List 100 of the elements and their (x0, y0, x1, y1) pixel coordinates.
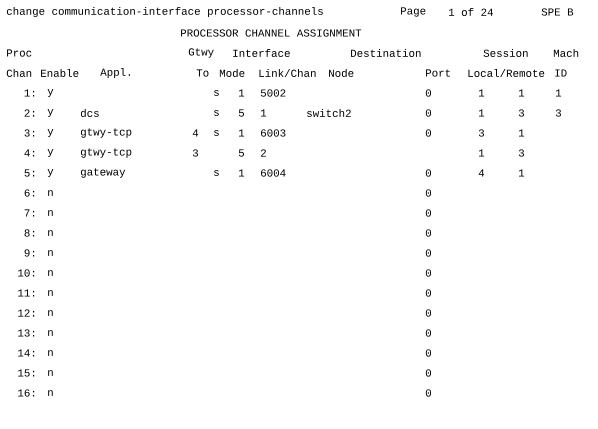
row-number: 12: (18, 309, 34, 317)
field-value: 4 (478, 169, 484, 177)
row-number: 9: (24, 249, 34, 257)
column-heading: Session (484, 49, 528, 57)
field-value: 5 (238, 149, 244, 157)
field-value: gtwy-tcp (80, 128, 132, 138)
field-value: s (214, 90, 219, 96)
field-value: 1 (518, 89, 524, 97)
field-value: 0 (426, 349, 432, 357)
screen-title: change communication-interface processor-channels (6, 6, 323, 18)
field-value: 1 (478, 89, 484, 97)
field-value: 1 (260, 109, 266, 117)
row-number: 16: (18, 389, 34, 397)
field-value: 1 (518, 129, 524, 137)
row-number: 13: (18, 329, 34, 337)
column-heading: Port (426, 69, 450, 77)
row-number: 6: (24, 189, 34, 197)
column-heading: Mach (554, 49, 578, 57)
field-value: 3 (478, 129, 484, 137)
field-value: n (48, 310, 53, 316)
field-value: 0 (426, 189, 432, 197)
field-value: dcs (80, 109, 99, 117)
field-value: n (48, 390, 53, 396)
field-value: 5002 (260, 89, 286, 97)
field-value: gateway (80, 168, 126, 178)
field-value: 3 (556, 109, 561, 117)
page-number: 1 of 24 (448, 8, 493, 16)
field-value: s (214, 110, 219, 116)
field-value: s (214, 130, 219, 136)
column-heading: Gtwy (188, 48, 214, 58)
field-value: y (48, 149, 54, 157)
field-value: 4 (192, 129, 198, 137)
field-value: 0 (426, 369, 432, 377)
column-heading: Appl. (100, 68, 130, 78)
field-value: 0 (426, 229, 432, 237)
column-heading: Link/Chan (259, 69, 316, 77)
field-value: 0 (426, 269, 432, 277)
column-heading: Interface (233, 49, 290, 57)
field-value: 0 (426, 169, 432, 177)
page-label: Page (401, 7, 426, 17)
field-value: switch2 (307, 109, 351, 117)
field-value: 0 (426, 389, 432, 397)
field-value: 1 (239, 129, 244, 137)
field-value: 0 (426, 109, 432, 117)
field-value: gtwy-tcp (80, 148, 132, 158)
field-value: n (48, 230, 53, 236)
column-heading: Proc (7, 49, 32, 57)
screen-text: SPE B (542, 8, 574, 16)
field-value: 0 (426, 209, 432, 217)
row-number: 3: (24, 129, 34, 137)
row-number: 15: (18, 369, 34, 377)
column-heading: Chan (6, 69, 32, 77)
row-number: 1: (24, 89, 34, 97)
field-value: n (48, 370, 53, 376)
field-value: 6004 (261, 169, 286, 177)
field-value: 2 (260, 149, 266, 157)
field-value: y (48, 89, 54, 97)
column-heading: Node (329, 69, 354, 77)
field-value: n (48, 210, 53, 216)
field-value: n (48, 190, 53, 196)
column-heading: To (196, 69, 208, 77)
field-value: n (48, 330, 53, 336)
column-heading: Enable (41, 69, 78, 77)
field-value: 3 (518, 109, 524, 117)
column-heading: Local/Remote (468, 69, 544, 77)
field-value: 0 (426, 249, 432, 257)
field-value: n (48, 270, 53, 276)
field-value: 1 (239, 89, 244, 97)
field-value: 1 (239, 169, 244, 177)
field-value: 3 (518, 149, 524, 157)
field-value: 0 (426, 129, 432, 137)
row-number: 4: (24, 149, 34, 157)
field-value: n (48, 350, 53, 356)
field-value: 0 (426, 289, 432, 297)
column-heading: Destination (351, 49, 421, 57)
column-heading: Mode (220, 69, 244, 77)
field-value: y (48, 109, 54, 117)
field-value: 0 (426, 329, 432, 337)
row-number: 8: (24, 229, 34, 237)
field-value: y (48, 129, 54, 137)
row-number: 7: (24, 209, 34, 217)
row-number: 2: (24, 109, 34, 117)
field-value: 5 (238, 109, 244, 117)
field-value: 0 (426, 309, 432, 317)
row-number: 10: (18, 269, 34, 277)
row-number: 11: (18, 289, 34, 297)
field-value: y (48, 169, 54, 177)
field-value: 1 (478, 109, 484, 117)
screen-heading: PROCESSOR CHANNEL ASSIGNMENT (181, 29, 362, 37)
field-value: n (48, 290, 53, 296)
field-value: 6003 (261, 129, 286, 137)
field-value: n (48, 250, 53, 256)
field-value: s (214, 170, 219, 176)
field-value: 3 (192, 149, 198, 157)
row-number: 14: (18, 349, 34, 357)
field-value: 1 (478, 149, 484, 157)
row-number: 5: (24, 169, 34, 177)
field-value: 1 (556, 89, 562, 97)
column-heading: ID (555, 69, 567, 77)
field-value: 0 (426, 89, 432, 97)
